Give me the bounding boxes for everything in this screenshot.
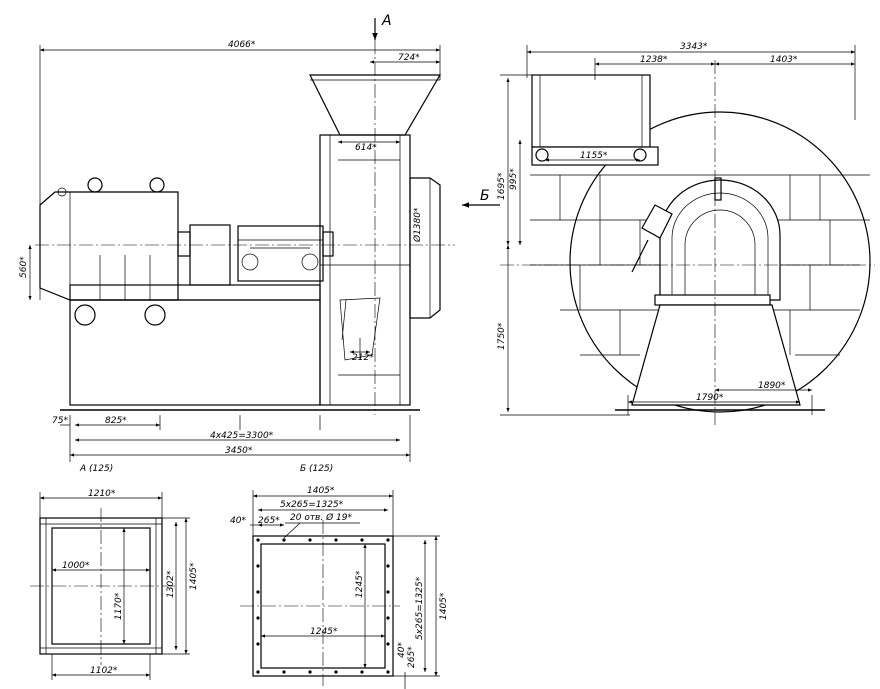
dim-b-inner-width: 1245*	[310, 627, 338, 637]
dim-a-height-1302: 1302*	[166, 570, 176, 598]
dim-end-offset: 75*	[52, 416, 68, 426]
dim-base-outer: 1890*	[758, 381, 786, 391]
dim-b-hole-pitch-side: 5x265=1325*	[415, 576, 425, 640]
damper	[641, 204, 673, 239]
view-a-title: A (125)	[79, 464, 113, 474]
dim-inlet-width: 614*	[355, 143, 377, 153]
flange-a-view: A (125) 1210* 1000* 1170* 1302* 1405* 11…	[30, 464, 199, 680]
coupling	[189, 224, 231, 286]
dim-inner-detail: 212*	[352, 353, 374, 363]
note-b-holes: 20 отв. Ø 19*	[290, 512, 352, 523]
dim-left-part: 1238*	[640, 55, 668, 65]
dim-right-part: 1403*	[770, 55, 798, 65]
motor-body	[39, 191, 179, 301]
pedestal	[631, 304, 801, 406]
bearing-block	[237, 225, 324, 282]
lifting-eye-right	[149, 177, 165, 193]
motor-arch	[659, 179, 781, 301]
fan-housing	[319, 134, 411, 406]
dim-b-outer-height: 1405*	[439, 592, 449, 620]
dim-overall-length: 4066*	[228, 40, 256, 50]
lifting-eye-left	[87, 177, 103, 193]
dim-a-bottom-width: 1102*	[90, 666, 118, 676]
view-a-arrow-label: A	[381, 13, 392, 29]
dim-b-hole-pitch-bottom: 265*	[407, 646, 417, 668]
dim-outlet-diameter: Ø1380*	[412, 207, 423, 243]
dim-flange-width: 1155*	[580, 151, 608, 161]
dim-b-edge-offset-bottom: 40*	[397, 642, 407, 658]
view-b-title: Б (125)	[300, 464, 333, 474]
flange-b-view: Б (125) 1405* 5x265=1325* 40* 265* 20 от…	[230, 464, 449, 689]
dim-b-hole-pitch-top: 5x265=1325*	[280, 500, 344, 510]
dim-base-length: 3450*	[225, 446, 253, 456]
outlet-flange	[409, 177, 441, 319]
dim-shaft-height: 560*	[19, 256, 29, 278]
dim-height-lower: 1750*	[497, 322, 507, 350]
front-view: A 4066* 724* 614* Ø1380* 212*	[19, 13, 500, 462]
dim-height-upper: 995*	[509, 168, 519, 190]
side-view: 1155* 3343* 1238* 1403* 1695*	[497, 42, 875, 425]
base-frame	[69, 299, 321, 406]
dim-b-hole-pitch: 265*	[258, 516, 280, 526]
dim-a-height-1405: 1405*	[189, 562, 199, 590]
dim-b-outer-width: 1405*	[307, 486, 335, 496]
view-b-arrow-label: Б	[480, 188, 490, 204]
dim-overall-width: 3343*	[680, 42, 708, 52]
side-inlet-box	[531, 74, 651, 148]
dim-first-pitch: 825*	[105, 416, 127, 426]
dim-a-inner-height: 1170*	[114, 592, 124, 620]
dim-inlet-offset: 724*	[398, 53, 420, 63]
volute-casing	[569, 111, 871, 413]
dim-b-inner-height: 1245*	[355, 570, 365, 598]
dim-a-inner-width: 1000*	[62, 561, 90, 571]
dim-base-inner: 1790*	[696, 393, 724, 403]
dim-height-total-upper: 1695*	[497, 172, 507, 200]
dim-bolt-spacing: 4x425=3300*	[210, 431, 274, 441]
flange-b-bolt-holes	[256, 538, 390, 674]
dim-b-edge-offset: 40*	[230, 516, 246, 526]
dim-a-outer-width: 1210*	[88, 489, 116, 499]
